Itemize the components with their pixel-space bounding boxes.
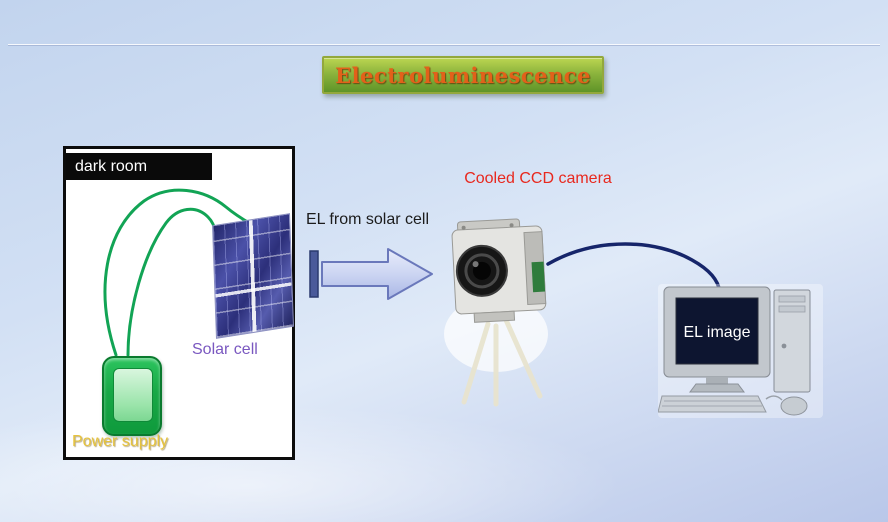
monitor-screen (675, 297, 759, 365)
power-supply-screen (113, 368, 153, 422)
right-arrow-shape (321, 248, 433, 300)
tripod-icon (461, 317, 543, 407)
monitor-base (689, 383, 745, 393)
camera-pcb (531, 261, 546, 293)
keyboard (658, 395, 767, 413)
el-arrow-label: EL from solar cell (306, 211, 429, 228)
dark-room-header: dark room (66, 153, 212, 180)
el-image-label: EL image (683, 324, 751, 341)
monitor-neck (706, 377, 728, 384)
cable-line (546, 242, 722, 294)
power-supply-icon (102, 356, 162, 436)
camera-body (451, 218, 547, 323)
lens-glint (472, 261, 479, 268)
page-title: Electroluminescence (335, 62, 591, 88)
title-banner: Electroluminescence (322, 56, 604, 94)
computer-icon (658, 284, 823, 418)
mouse-cable (765, 395, 783, 401)
tower-power-button (781, 343, 787, 349)
camera-mount (473, 310, 516, 323)
solar-cell-label: Solar cell (192, 341, 258, 358)
ccd-camera-icon (444, 218, 548, 407)
tower-case (773, 289, 811, 393)
camera-screw-right (509, 223, 514, 228)
mouse (780, 396, 808, 416)
ccd-camera-label: Cooled CCD camera (464, 170, 612, 187)
green-wire-b (126, 207, 219, 357)
camera-screw-left (461, 225, 466, 230)
tower-drive-bay-2 (778, 305, 806, 313)
divider-line (8, 44, 880, 45)
camera-cable-icon (546, 242, 722, 294)
arrow-base-bar (309, 250, 319, 298)
solar-cell-image (212, 213, 294, 339)
tower-drive-bay-1 (778, 295, 806, 303)
dark-room-box: dark room Solar cell Power supply (63, 146, 295, 460)
green-wire-a (103, 188, 258, 357)
power-supply-label: Power supply (72, 433, 169, 450)
block-arrow-icon (309, 248, 433, 300)
dark-room-label: dark room (75, 157, 148, 175)
camera-lens-ring (464, 253, 500, 289)
